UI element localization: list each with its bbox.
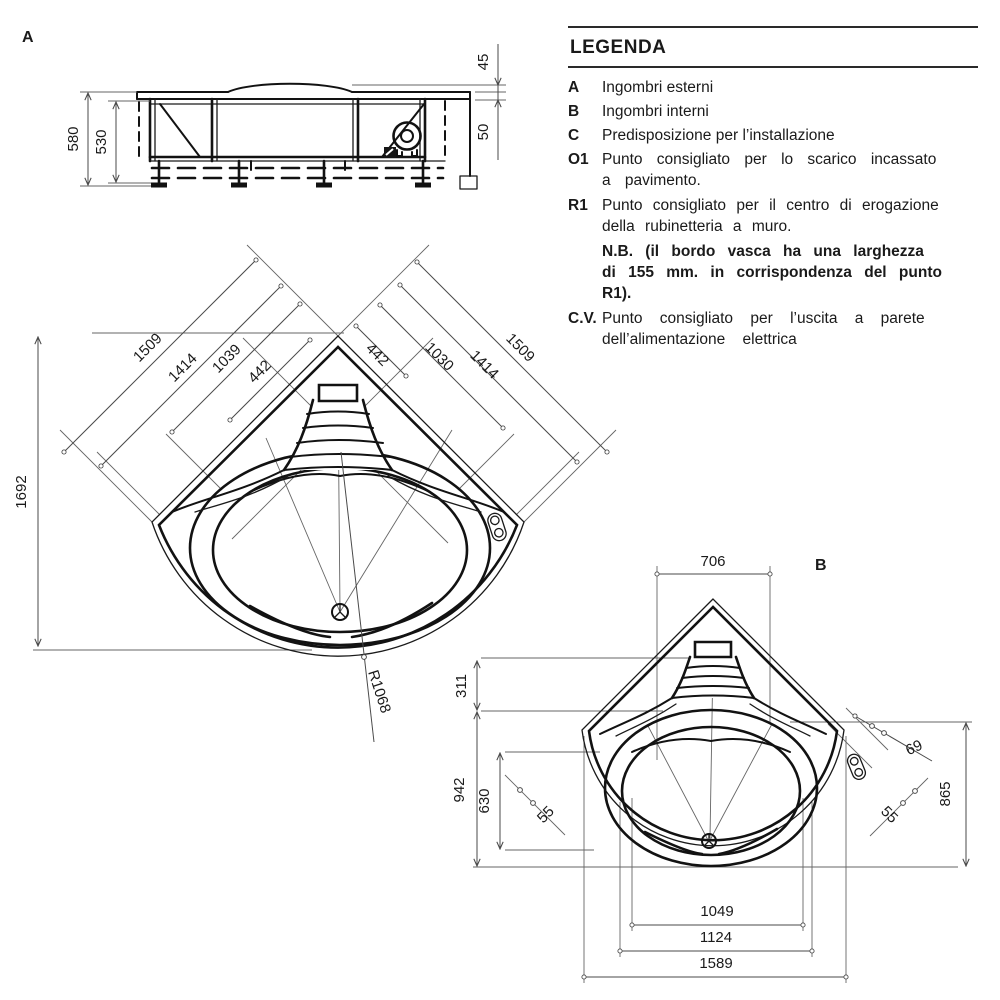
- legend-panel: LEGENDA A Ingombri esterni B Ingombri in…: [568, 26, 978, 353]
- tub-deck-profile: [136, 82, 471, 100]
- dim-55-right: 55: [877, 803, 901, 827]
- legend-key: C.V.: [568, 310, 597, 327]
- dim-50: 50: [475, 124, 492, 141]
- legend-text: N.B. (il bordo vasca ha una larghezza di…: [602, 243, 942, 302]
- legend-item-c: C Predisposizione per l’installazione: [568, 125, 978, 146]
- legend-item-nb: N.B. (il bordo vasca ha una larghezza di…: [568, 241, 978, 304]
- tub-outline: [151, 335, 525, 657]
- legend-text: Punto consigliato per il centro di eroga…: [602, 197, 939, 235]
- section-b-label: B: [815, 557, 827, 574]
- dim-69: 69: [903, 737, 925, 759]
- dim-1589: 1589: [699, 955, 732, 972]
- legend-item-cv: C.V. Punto consigliato per l’uscita a pa…: [568, 308, 978, 350]
- dim-311: 311: [453, 674, 470, 698]
- dim-right-1030: 1030: [421, 339, 457, 375]
- legend-title: LEGENDA: [568, 26, 978, 68]
- legend-key: A: [568, 79, 580, 96]
- basin: [188, 449, 492, 647]
- legend-text: Punto consigliato per l’uscita a parete …: [602, 310, 925, 348]
- dim-left-1509: 1509: [130, 330, 166, 366]
- corner-cascade-b: [599, 640, 827, 737]
- section-b-drawing: B: [451, 553, 972, 983]
- dim-right-1414: 1414: [466, 347, 502, 383]
- legend-text: Ingombri interni: [602, 103, 709, 120]
- dim-865: 865: [937, 781, 954, 806]
- dim-530: 530: [93, 129, 110, 154]
- legend-key: C: [568, 127, 580, 144]
- support-frame: [138, 97, 478, 190]
- pump-icon: [384, 121, 422, 158]
- jet-icon: [487, 512, 507, 542]
- legend-item-o1: O1 Punto consigliato per lo scarico inca…: [568, 149, 978, 191]
- legend-item-b: B Ingombri interni: [568, 101, 978, 122]
- dim-left-442: 442: [245, 357, 275, 387]
- legs-and-base: [150, 159, 445, 188]
- corner-cascade: [171, 383, 505, 513]
- legend-text: Predisposizione per l’installazione: [602, 127, 835, 144]
- plan-dimensions-left: 1509 1414 1039 442: [61, 257, 313, 469]
- drain-icon-b: [701, 833, 717, 849]
- drain-icon: [331, 603, 349, 621]
- dim-left-1039: 1039: [209, 341, 245, 377]
- dim-630: 630: [476, 788, 493, 813]
- section-a-label: A: [22, 29, 34, 46]
- dim-55-left: 55: [534, 803, 558, 827]
- dim-1692: 1692: [13, 475, 30, 508]
- legend-key: R1: [568, 197, 588, 214]
- legend-text: Punto consigliato per lo scarico incassa…: [602, 151, 937, 189]
- section-a-dimensions: 580 530 45 50: [65, 44, 506, 187]
- legend-text: Ingombri esterni: [602, 79, 714, 96]
- dim-left-1414: 1414: [165, 350, 201, 386]
- section-b-extension-lines: [473, 566, 972, 983]
- dim-706: 706: [700, 553, 725, 570]
- section-b-dimensions: 706 311 942 630 865 1049 1124 1589 69 55: [451, 553, 966, 980]
- basin-b: [603, 708, 819, 868]
- plan-view-drawing: 1509 1414 1039 442 442 1030 1414 1509 16…: [13, 244, 617, 743]
- dim-1124: 1124: [700, 929, 732, 946]
- legend-item-a: A Ingombri esterni: [568, 77, 978, 98]
- legend-item-r1: R1 Punto consigliato per il centro di er…: [568, 195, 978, 237]
- dim-1049: 1049: [700, 903, 733, 920]
- dim-580: 580: [65, 126, 82, 151]
- legend-key: O1: [568, 151, 589, 168]
- jet-icon-b: [846, 753, 867, 780]
- dim-45: 45: [475, 54, 492, 71]
- dim-right-1509: 1509: [502, 330, 538, 366]
- dim-942: 942: [451, 777, 468, 802]
- section-a-drawing: A: [22, 29, 506, 190]
- plan-dimension-height: 1692: [13, 337, 38, 646]
- legend-key: B: [568, 103, 580, 120]
